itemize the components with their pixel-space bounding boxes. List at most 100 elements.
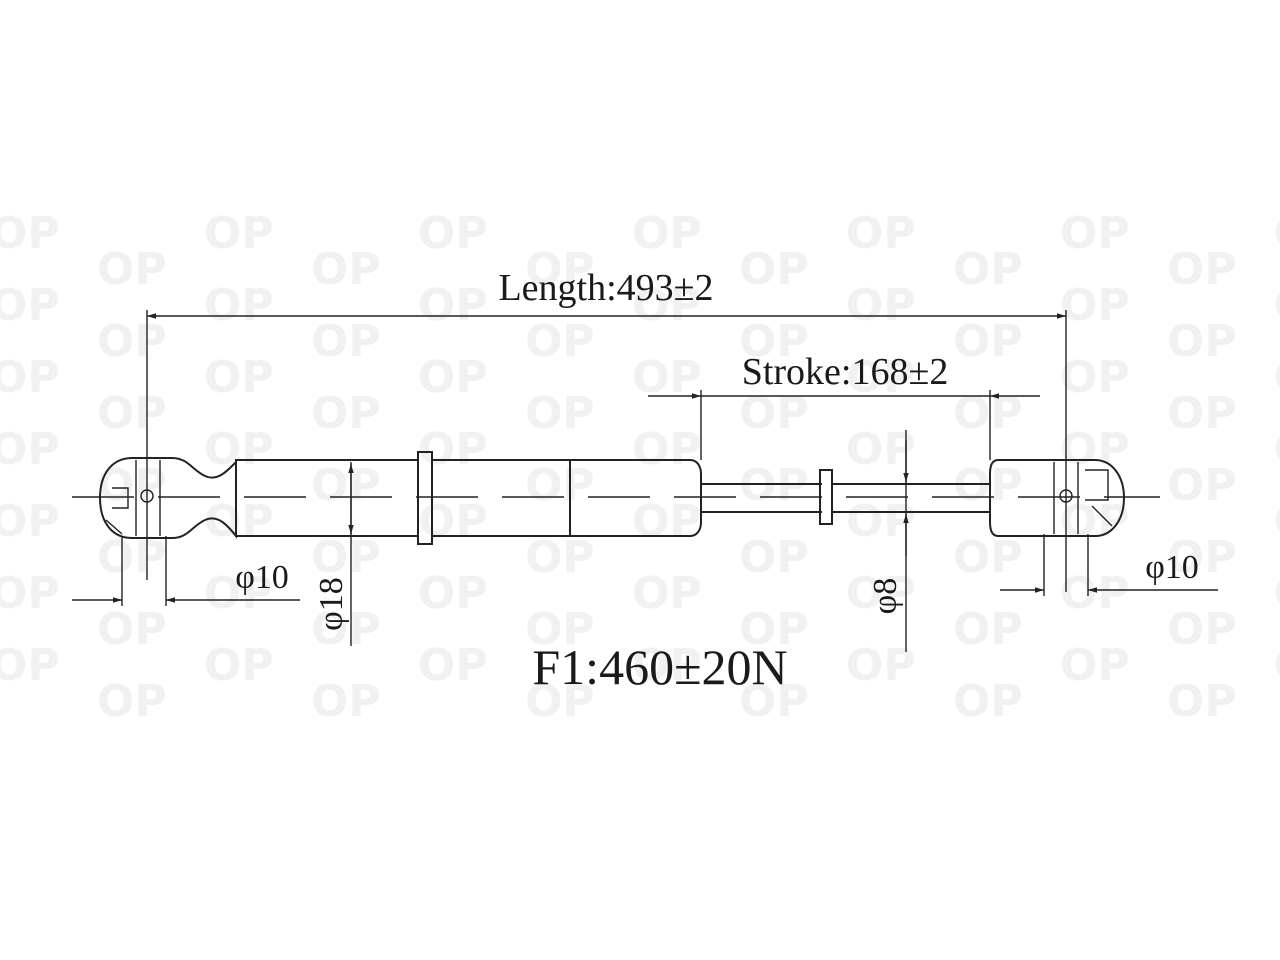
stroke-dimension: Stroke:168±2 bbox=[648, 351, 1040, 460]
watermark-op: OP bbox=[1060, 208, 1130, 259]
piston-rod bbox=[701, 469, 990, 525]
watermark-op: OP bbox=[204, 640, 274, 691]
watermark-op: OP bbox=[1274, 640, 1280, 691]
watermark-op: OP bbox=[311, 316, 381, 367]
watermark-op: OP bbox=[1167, 460, 1237, 511]
rod-collar bbox=[819, 469, 833, 525]
watermark-op: OP bbox=[204, 568, 274, 619]
watermark-op: OP bbox=[0, 568, 60, 619]
watermark-op: OP bbox=[1060, 640, 1130, 691]
watermark-op: OP bbox=[1060, 280, 1130, 331]
rod-diameter-label: φ8 bbox=[867, 578, 904, 615]
watermark-op: OP bbox=[846, 496, 916, 547]
watermark-op: OP bbox=[204, 424, 274, 475]
watermark-pattern: OP OP OP OP OP OP OP OP OP OP OP OP OP OP OP OP OP OP OP OP… bbox=[0, 208, 1280, 727]
watermark-op: OP bbox=[0, 424, 60, 475]
stroke-label: Stroke:168±2 bbox=[742, 351, 949, 393]
watermark-op: OP bbox=[311, 388, 381, 439]
left-eye-diameter-dimension: φ10 bbox=[72, 536, 300, 606]
watermark-op: OP bbox=[0, 640, 60, 691]
watermark-op: OP bbox=[97, 532, 167, 583]
watermark-op: OP bbox=[97, 676, 167, 727]
watermark-op: OP bbox=[953, 460, 1023, 511]
watermark-op: OP bbox=[418, 208, 488, 259]
cylinder-body bbox=[235, 451, 702, 545]
watermark-op: OP bbox=[632, 496, 702, 547]
watermark-op: OP bbox=[418, 496, 488, 547]
watermark-op: OP bbox=[1274, 208, 1280, 259]
watermark-op: OP bbox=[311, 244, 381, 295]
watermark-op: OP bbox=[632, 424, 702, 475]
right-eye-diameter-dimension: φ10 bbox=[1000, 534, 1218, 596]
watermark-op: OP bbox=[1274, 496, 1280, 547]
watermark-op: OP bbox=[418, 424, 488, 475]
watermark-op: OP bbox=[846, 352, 916, 403]
watermark-op: OP bbox=[204, 280, 274, 331]
watermark-op: OP bbox=[739, 244, 809, 295]
watermark-op: OP bbox=[846, 640, 916, 691]
watermark-op: OP bbox=[739, 460, 809, 511]
watermark-op: OP bbox=[0, 280, 60, 331]
watermark-op: OP bbox=[525, 604, 595, 655]
watermark-op: OP bbox=[1060, 352, 1130, 403]
watermark-op: OP bbox=[1167, 532, 1237, 583]
watermark-op: OP bbox=[953, 604, 1023, 655]
watermark-op: OP bbox=[525, 676, 595, 727]
watermark-op: OP bbox=[418, 568, 488, 619]
watermark-op: OP bbox=[97, 244, 167, 295]
watermark-op: OP bbox=[0, 208, 60, 259]
watermark-op: OP bbox=[0, 496, 60, 547]
watermark-op: OP bbox=[953, 532, 1023, 583]
watermark-op: OP bbox=[311, 532, 381, 583]
watermark-op: OP bbox=[1274, 280, 1280, 331]
watermark-op: OP bbox=[311, 676, 381, 727]
right-end-fitting bbox=[989, 430, 1126, 592]
body-diameter-label: φ18 bbox=[313, 577, 350, 631]
watermark-op: OP bbox=[1274, 424, 1280, 475]
watermark-op: OP bbox=[846, 280, 916, 331]
watermark-op: OP bbox=[1274, 352, 1280, 403]
watermark-op: OP bbox=[632, 280, 702, 331]
watermark-op: OP bbox=[632, 568, 702, 619]
watermark-op: OP bbox=[846, 208, 916, 259]
watermark-op: OP bbox=[739, 604, 809, 655]
length-label: Length:493±2 bbox=[498, 267, 713, 309]
watermark-op: OP bbox=[953, 676, 1023, 727]
watermark-op: OP bbox=[1060, 424, 1130, 475]
watermark-op: OP bbox=[525, 244, 595, 295]
force-label: F1:460±20N bbox=[532, 639, 787, 695]
watermark-op: OP bbox=[953, 244, 1023, 295]
watermark-op: OP bbox=[1167, 244, 1237, 295]
watermark-op: OP bbox=[739, 316, 809, 367]
watermark-op: OP bbox=[953, 316, 1023, 367]
watermark-op: OP bbox=[311, 460, 381, 511]
watermark-op: OP bbox=[525, 388, 595, 439]
watermark-op: OP bbox=[97, 604, 167, 655]
watermark-op: OP bbox=[0, 352, 60, 403]
watermark-op: OP bbox=[1167, 316, 1237, 367]
watermark-op: OP bbox=[632, 208, 702, 259]
watermark-op: OP bbox=[204, 208, 274, 259]
watermark-op: OP bbox=[632, 352, 702, 403]
left-end-fitting bbox=[98, 432, 237, 580]
watermark-op: OP bbox=[739, 676, 809, 727]
watermark-op: OP bbox=[632, 640, 702, 691]
rod-diameter-dimension: φ8 bbox=[867, 430, 909, 652]
watermark-op: OP bbox=[418, 280, 488, 331]
watermark-op: OP bbox=[418, 352, 488, 403]
left-eye-diameter-label: φ10 bbox=[235, 559, 289, 596]
watermark-op: OP bbox=[846, 424, 916, 475]
watermark-op: OP bbox=[525, 532, 595, 583]
watermark-op: OP bbox=[97, 316, 167, 367]
watermark-op: OP bbox=[204, 352, 274, 403]
watermark-op: OP bbox=[204, 496, 274, 547]
watermark-op: OP bbox=[1274, 568, 1280, 619]
length-dimension: Length:493±2 bbox=[146, 267, 1067, 432]
watermark-op: OP bbox=[311, 604, 381, 655]
watermark-op: OP bbox=[739, 532, 809, 583]
watermark-op: OP bbox=[525, 460, 595, 511]
body-diameter-dimension: φ18 bbox=[313, 462, 354, 646]
watermark-op: OP bbox=[1167, 388, 1237, 439]
